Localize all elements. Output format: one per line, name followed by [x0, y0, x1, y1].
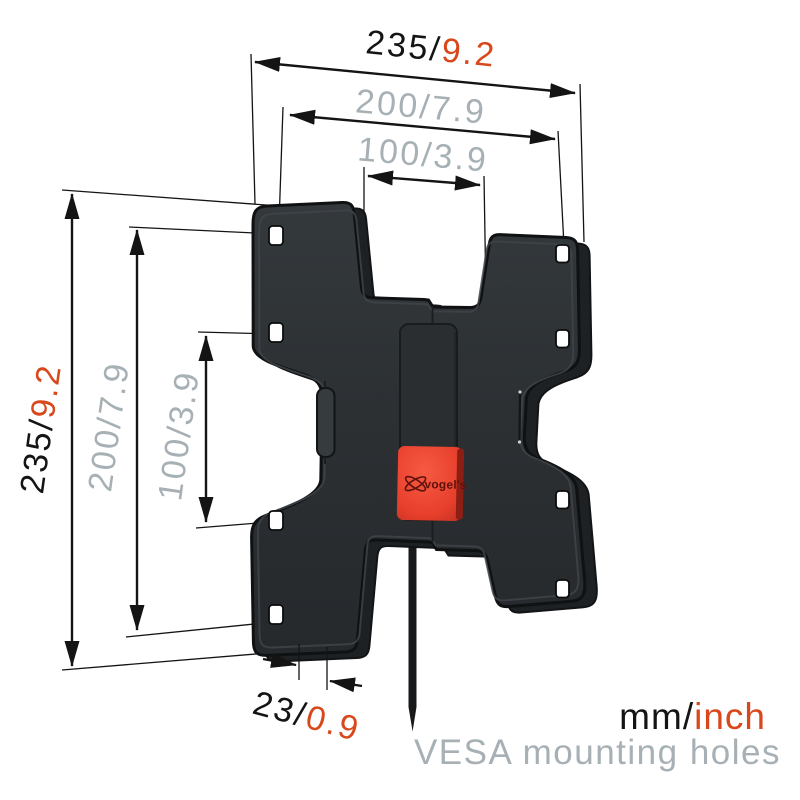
ext-side-200-top: [128, 226, 277, 235]
brand-logo-text: vogel's: [424, 477, 467, 492]
badge-plate: [396, 445, 463, 522]
dim-value-mm: 235/: [13, 415, 61, 496]
dim-value-mm: 235/: [364, 23, 444, 69]
vesa-holes: [268, 225, 570, 625]
units-mm: mm/: [619, 696, 694, 737]
vesa-hole-mid-lower-right: [555, 490, 570, 510]
vesa-hole-top-right: [555, 244, 570, 264]
brand-logo: vogel's: [404, 475, 467, 492]
ext-side-height-top: [61, 189, 281, 207]
dim-value-inch: 9.2: [440, 31, 498, 75]
dim-label-top-100: 100/3.9: [356, 130, 490, 179]
vesa-hole-mid-upper-left: [268, 322, 284, 343]
dim-value: 200/7.9: [354, 82, 488, 131]
dim-label-top-width: 235/9.2: [364, 23, 498, 74]
dim-line-top-width: [254, 56, 576, 99]
dim-label-top-200: 200/7.9: [354, 82, 488, 131]
dim-label-depth: 23/0.9: [249, 684, 365, 749]
dim-line-top-100: [367, 170, 481, 191]
ext-top-200-right: [557, 130, 565, 247]
ext-top-width-left: [250, 53, 256, 205]
vesa-hole-top-left: [268, 225, 284, 246]
ext-side-height-bottom: [61, 650, 293, 671]
slot-dot-bottom: [517, 440, 522, 444]
vesa-hole-mid-upper-right: [555, 329, 570, 349]
legend-caption: VESA mounting holes: [414, 733, 781, 772]
brand-logo-icon: [404, 476, 427, 492]
vesa-hole-mid-lower-left: [268, 510, 284, 531]
dim-value: 200/7.9: [81, 359, 137, 494]
legend: mm/inch VESA mounting holes: [414, 696, 781, 772]
dim-label-side-100: 100/3.9: [151, 368, 207, 503]
dim-arrow-depth-right: [329, 677, 363, 693]
badge-side-edge: [455, 448, 465, 520]
dim-value-mm: 23/: [249, 684, 312, 735]
units-label: mm/inch: [619, 696, 766, 737]
dim-value-inch: 0.9: [302, 698, 365, 749]
units-inch: inch: [694, 696, 766, 737]
dim-arrow-depth-left: [262, 653, 297, 668]
ext-top-width-right: [579, 83, 585, 243]
brand-badge: vogel's: [396, 445, 467, 522]
dim-line-top-200: [289, 109, 556, 145]
vesa-hole-bottom-right: [555, 579, 570, 599]
dim-value: 100/3.9: [151, 368, 207, 503]
vesa-hole-bottom-left: [268, 604, 284, 625]
bracket-rim-highlight: [256, 209, 580, 649]
dim-value: 100/3.9: [356, 130, 490, 179]
right-latch-slot: [518, 391, 522, 443]
brand-logo-icon: [404, 475, 427, 492]
slot-dot-top: [518, 390, 522, 394]
release-strap: [408, 545, 417, 732]
dim-value-inch: 9.2: [24, 361, 69, 421]
dimension-lines: [64, 56, 576, 667]
wall-mount-bracket: vogel's: [250, 200, 598, 732]
dim-label-side-200: 200/7.9: [81, 359, 137, 494]
dim-label-side-height: 235/9.2: [13, 361, 69, 496]
left-latch-handle: [316, 387, 336, 458]
